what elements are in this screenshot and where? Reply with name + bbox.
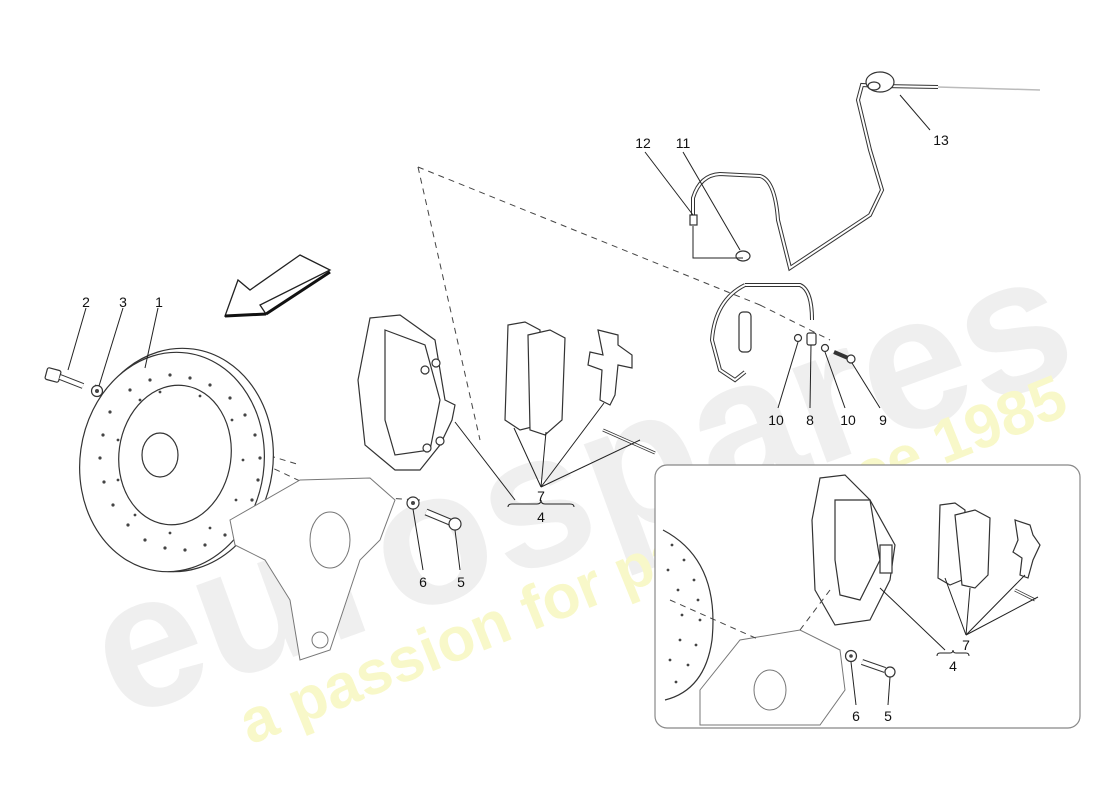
callout-4[interactable]: 4 [537, 509, 545, 525]
brake-disc[interactable] [66, 336, 288, 584]
steering-knuckle [229, 477, 396, 661]
anti-rattle-spring[interactable] [587, 329, 633, 406]
direction-arrow-icon [224, 254, 332, 318]
callout-7[interactable]: 7 [537, 488, 545, 504]
caliper-bolt[interactable] [424, 508, 462, 531]
callout-8[interactable]: 8 [806, 412, 814, 428]
brake-line-fitting[interactable] [689, 214, 698, 226]
callout-1[interactable]: 1 [155, 294, 163, 310]
retaining-pin[interactable] [602, 428, 656, 455]
callout-12[interactable]: 12 [635, 135, 651, 151]
brake-caliper[interactable] [357, 314, 456, 471]
banjo-fitting[interactable] [806, 332, 817, 346]
brake-pads[interactable] [504, 321, 566, 436]
callout-9[interactable]: 9 [879, 412, 887, 428]
caliper-washer[interactable] [406, 496, 420, 510]
inset-callout-7[interactable]: 7 [962, 637, 970, 653]
brake-pipe-grommet[interactable] [865, 71, 895, 93]
callout-3[interactable]: 3 [119, 294, 127, 310]
inset-panel: 7 4 6 5 [654, 464, 1081, 729]
callout-5[interactable]: 5 [457, 574, 465, 590]
inset-callout-5[interactable]: 5 [884, 708, 892, 724]
callout-10b[interactable]: 10 [840, 412, 856, 428]
sealing-washer-left[interactable] [793, 333, 803, 343]
callout-13[interactable]: 13 [933, 132, 949, 148]
disc-washer[interactable] [90, 384, 104, 398]
callout-labels: 1 2 3 4 5 6 7 8 9 10 10 11 12 13 [82, 132, 949, 590]
callout-11[interactable]: 11 [676, 135, 691, 151]
callout-10a[interactable]: 10 [768, 412, 784, 428]
sealing-washer-right[interactable] [820, 343, 830, 353]
leader-lines-right [644, 94, 931, 409]
leader-lines [67, 307, 641, 571]
callout-2[interactable]: 2 [82, 294, 90, 310]
callout-6[interactable]: 6 [419, 574, 427, 590]
inset-callout-6[interactable]: 6 [852, 708, 860, 724]
disc-bolt[interactable] [44, 367, 85, 389]
inset-callout-4[interactable]: 4 [949, 658, 957, 674]
hose-clip[interactable] [735, 250, 751, 262]
banjo-bolt[interactable] [833, 350, 856, 364]
brake-lines[interactable] [691, 82, 1041, 383]
